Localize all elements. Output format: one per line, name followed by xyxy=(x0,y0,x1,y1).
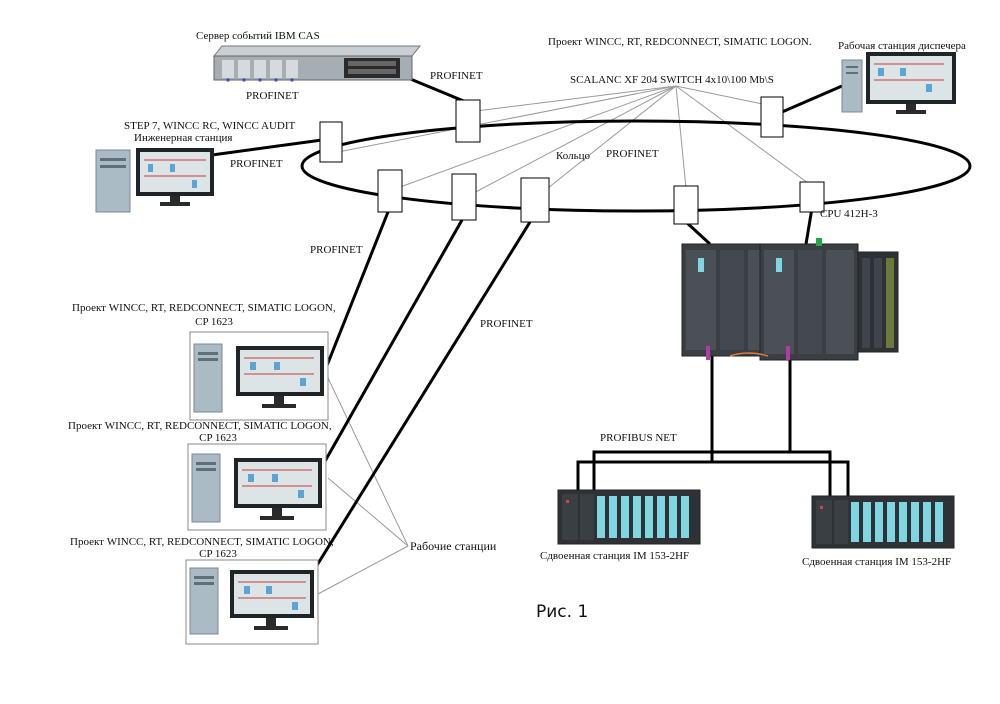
io-station-right xyxy=(811,495,955,549)
switch-box-cpu-right xyxy=(799,181,825,213)
middle-profinet-label: PROFINET xyxy=(480,318,533,330)
ring-label: Кольцо xyxy=(556,150,591,162)
switch-boxes xyxy=(319,96,825,225)
io-station-left-label: Сдвоенная станция IM 153-2HF xyxy=(540,550,690,562)
profibus-lines xyxy=(576,356,850,500)
ws1-cp-label: CP 1623 xyxy=(195,316,233,328)
ws3-project-label: Проект WINCC, RT, REDCONNECT, SIMATIC LO… xyxy=(70,536,334,548)
server-title: Сервер событий IBM CAS xyxy=(196,30,320,42)
switch-callout-lines xyxy=(337,85,813,197)
cpu-412h-3 xyxy=(681,238,899,361)
left-profinet-label: PROFINET xyxy=(310,244,363,256)
ring-profinet-label: PROFINET xyxy=(606,148,659,160)
switch-box-engineering xyxy=(319,121,343,163)
profibus-label: PROFIBUS NET xyxy=(600,432,677,444)
switch-box-cpu-left xyxy=(673,185,699,225)
figure-caption: Рис. 1 xyxy=(536,602,589,622)
top-project-label: Проект WINCC, RT, REDCONNECT, SIMATIC LO… xyxy=(548,36,812,48)
switch-box-ws1 xyxy=(377,169,403,213)
ws3-cp-label: CP 1623 xyxy=(199,548,237,560)
engineering-workstation xyxy=(95,148,214,213)
engineering-profinet-label: PROFINET xyxy=(230,158,283,170)
engineering-station-label: Инженерная станция xyxy=(134,132,233,144)
ws2-cp-label: CP 1623 xyxy=(199,432,237,444)
workstation-3 xyxy=(185,559,319,645)
ws1-project-label: Проект WINCC, RT, REDCONNECT, SIMATIC LO… xyxy=(72,302,336,314)
switch-label: SCALANC XF 204 SWITCH 4x10\100 Mb\S xyxy=(570,74,774,86)
ibm-server xyxy=(212,45,422,82)
switch-box-top-left xyxy=(455,99,481,143)
server-link-profinet-label: PROFINET xyxy=(430,70,483,82)
io-station-right-label: Сдвоенная станция IM 153-2HF xyxy=(802,556,952,568)
switch-box-top-right xyxy=(760,96,784,138)
workstation-2 xyxy=(187,443,327,531)
workstation-1 xyxy=(189,331,329,421)
profinet-ring xyxy=(300,119,972,213)
cpu-label: CPU 412H-3 xyxy=(820,208,878,220)
engineering-station-software: STEP 7, WINCC RC, WINCC AUDIT xyxy=(124,120,296,132)
workstations-callout-lines xyxy=(317,377,409,595)
dispatcher-label: Рабочая станция диспечера xyxy=(838,40,966,52)
switch-box-ws2 xyxy=(451,173,477,221)
workstations-label: Рабочие станции xyxy=(410,539,497,553)
dispatcher-workstation xyxy=(841,52,956,114)
switch-box-ws3 xyxy=(520,177,550,223)
profinet-links xyxy=(189,76,843,571)
server-profinet-label: PROFINET xyxy=(246,90,299,102)
ws2-project-label: Проект WINCC, RT, REDCONNECT, SIMATIC LO… xyxy=(68,420,332,432)
io-station-left xyxy=(557,489,701,545)
